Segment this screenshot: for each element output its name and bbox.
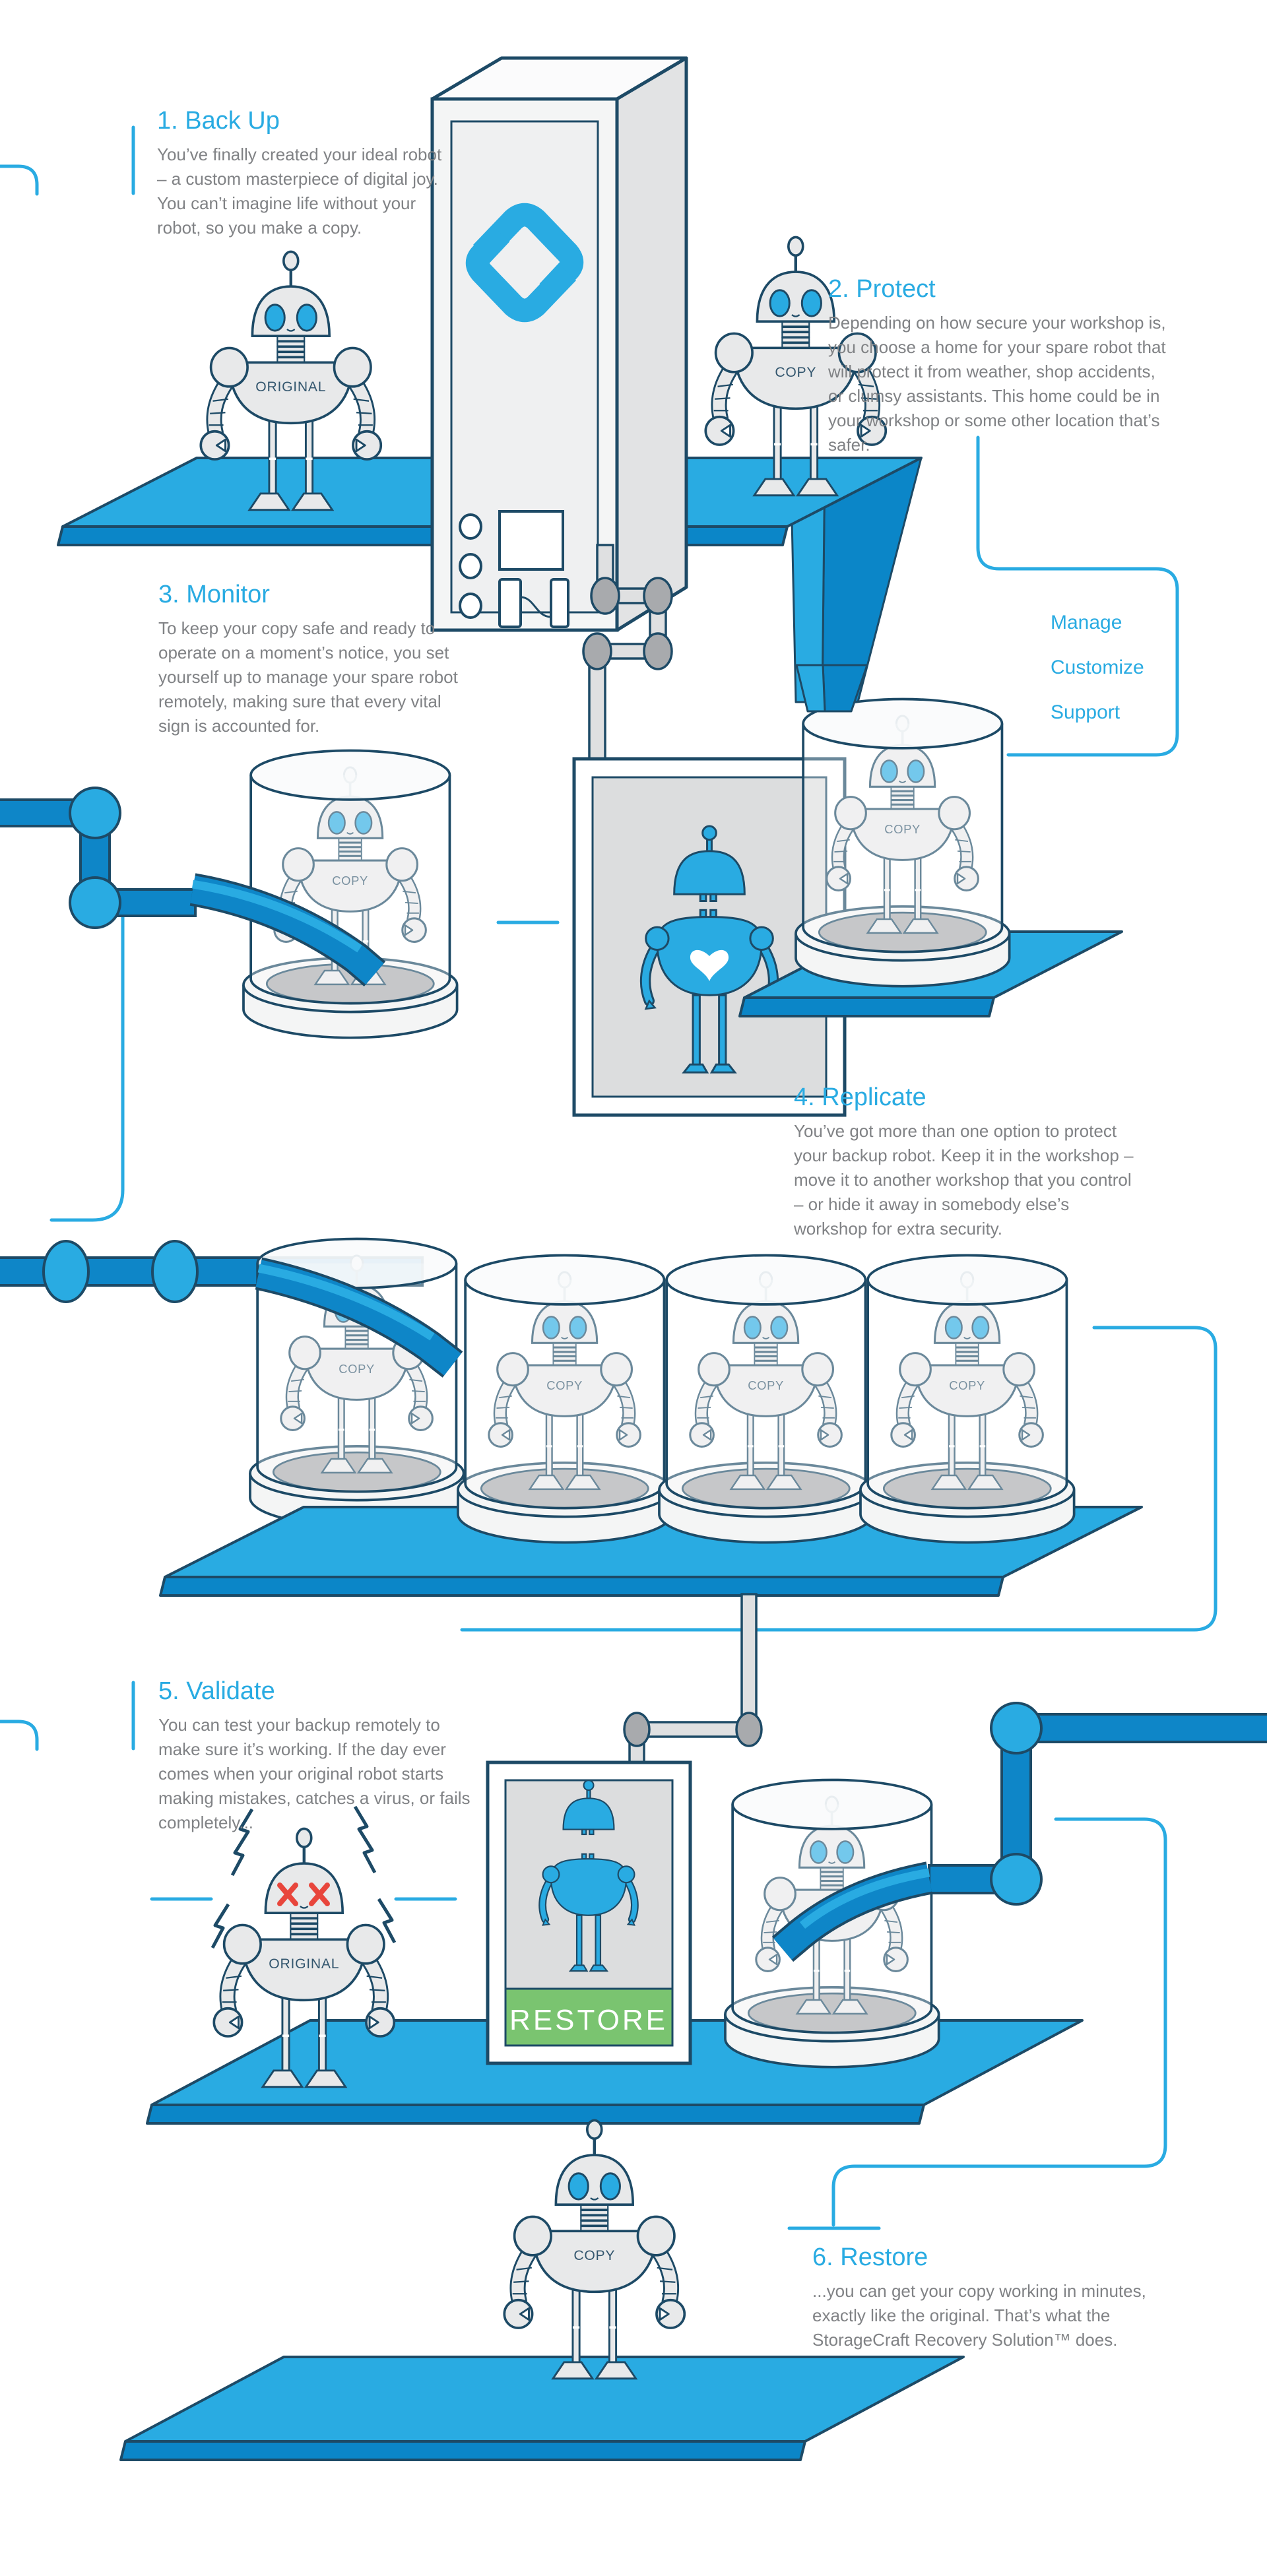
platform-restore	[119, 2356, 965, 2461]
pipe-server-to-display	[582, 544, 673, 763]
restore-banner	[504, 1987, 674, 2047]
section-title: 3. Monitor	[158, 581, 270, 608]
section-title: 2. Protect	[828, 275, 936, 303]
restore-machine-label: RESTORE	[509, 2004, 668, 2036]
robot-original-broken: ORIGINAL	[211, 1805, 397, 2087]
robot-label: ORIGINAL	[255, 379, 326, 395]
jar-monitor-left: COPY	[242, 749, 459, 1039]
feature-customize: Customize	[1051, 657, 1144, 678]
x-eyes	[275, 1879, 332, 1910]
pipe-replicate	[0, 1240, 424, 1303]
pipe-validate	[928, 1702, 1267, 1906]
connector-hook-backup	[0, 164, 39, 196]
chute-tip	[795, 664, 868, 713]
jar-replicate-2: COPY	[457, 1254, 673, 1544]
section-body: To keep your copy safe and ready to oper…	[158, 618, 458, 736]
pipe-band-replicate	[255, 1257, 463, 1378]
robot-original: ORIGINAL	[201, 251, 381, 509]
connector-bracket-features	[976, 435, 1179, 757]
restore-machine: RESTORE	[486, 1760, 692, 2065]
section-3-monitor: 3. Monitor To keep your copy safe and re…	[158, 579, 475, 738]
server-wire	[520, 596, 552, 618]
server-slot	[498, 578, 522, 628]
section-5-validate: 5. Validate You can test your backup rem…	[158, 1676, 482, 1835]
section-body: ...you can get your copy working in minu…	[812, 2281, 1146, 2350]
storagecraft-logo	[465, 203, 584, 323]
server-screen	[498, 510, 564, 571]
section-title: 4. Replicate	[794, 1083, 926, 1111]
section-body: Depending on how secure your workshop is…	[828, 313, 1166, 455]
connector-monitor-down	[49, 909, 125, 1222]
jar-replicate-3: COPY	[658, 1254, 874, 1544]
lightning-icon	[211, 1805, 397, 1949]
section-body: You’ve finally created your ideal robot …	[157, 145, 442, 238]
robot-copy-backup: COPY	[705, 237, 886, 495]
section-1-backup: 1. Back Up You’ve finally created your i…	[157, 106, 454, 240]
section-6-restore: 6. Restore ...you can get your copy work…	[812, 2242, 1155, 2352]
section-body: You’ve got more than one option to prote…	[794, 1121, 1134, 1239]
section-4-replicate: 4. Replicate You’ve got more than one op…	[794, 1082, 1137, 1241]
pipe-band-monitor	[189, 873, 386, 986]
section-2-protect: 2. Protect Depending on how secure your …	[828, 274, 1171, 457]
connector-validate-restore	[831, 1817, 1167, 2227]
pipe-band-validate	[771, 1861, 932, 1962]
section-body: You can test your backup remotely to mak…	[158, 1715, 471, 1832]
connector-bracket-replicate	[460, 1326, 1218, 1632]
server-tower	[430, 56, 688, 632]
section-title: 5. Validate	[158, 1677, 275, 1705]
section-title: 6. Restore	[812, 2243, 928, 2271]
jar-monitor-right: COPY	[795, 697, 1011, 988]
pipe-restore-machine	[623, 1593, 763, 1768]
server-slot	[550, 578, 569, 628]
server-buttons	[459, 513, 482, 619]
connector-hook-validate	[0, 1720, 39, 1751]
pipe-monitor-left	[0, 787, 197, 929]
robot-copy-restored: COPY	[504, 2120, 684, 2378]
feature-manage: Manage	[1051, 612, 1122, 633]
feature-support: Support	[1051, 701, 1121, 723]
jar-replicate-4: COPY	[859, 1254, 1076, 1544]
monitor-display	[572, 757, 847, 1117]
robot-label: ORIGINAL	[269, 1956, 339, 1972]
robot-label: COPY	[775, 365, 816, 380]
section-title: 1. Back Up	[157, 107, 280, 135]
robot-label: COPY	[573, 2248, 615, 2263]
jar-replicate-1: COPY	[249, 1237, 465, 1528]
